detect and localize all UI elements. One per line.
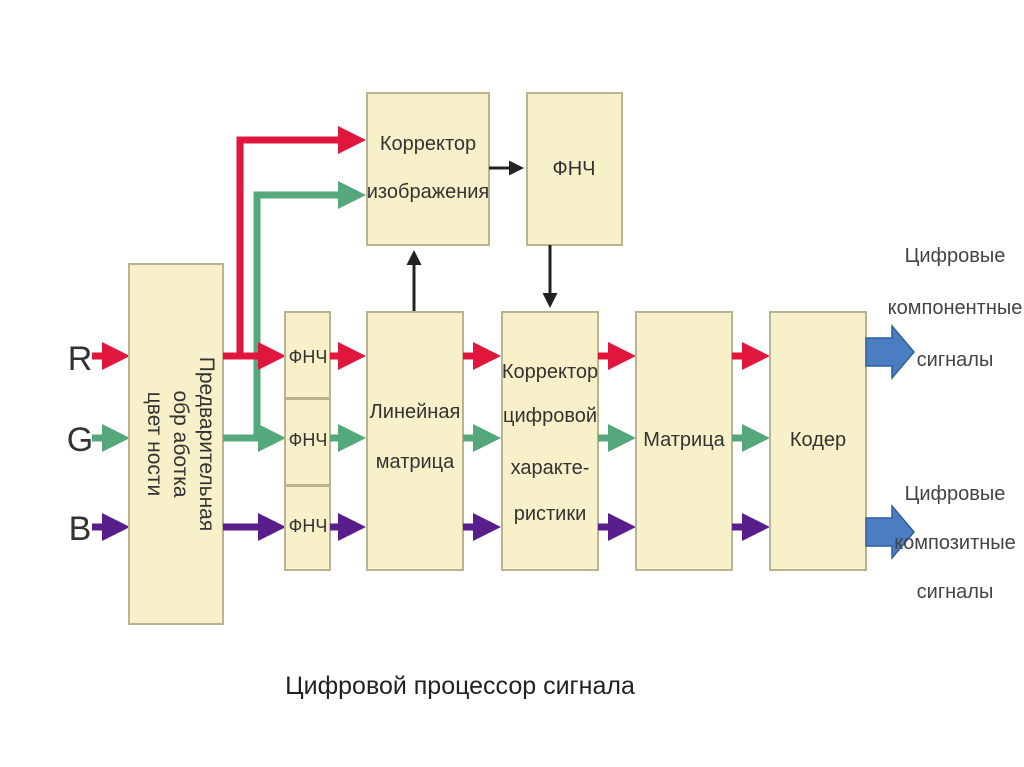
linear-matrix-line-2: матрица: [376, 451, 455, 473]
digital-corrector-block: [501, 311, 599, 571]
preprocessing-block: [128, 263, 224, 625]
image-corrector-line-2: изображения: [367, 181, 490, 203]
digital-corrector-line-4: ристики: [514, 503, 587, 525]
lpf-g-label: ФНЧ: [289, 430, 328, 450]
linear-matrix-line-1: Линейная: [370, 401, 461, 423]
digital-corrector-line-2: цифровой: [503, 405, 597, 427]
coder-block: [769, 311, 867, 571]
diagram-caption: Цифровой процессор сигнала: [285, 672, 635, 700]
component-output-line-3: сигналы: [917, 349, 994, 371]
image-corrector-line-1: Корректор: [380, 133, 476, 155]
preprocessing-line-3: цвет ности: [143, 392, 166, 497]
composite-output-line-2: композитные: [894, 532, 1016, 554]
matrix-label: Матрица: [643, 429, 725, 451]
coder-label: Кодер: [790, 429, 846, 451]
linear-matrix-block: [366, 311, 464, 571]
lpf-top-label: ФНЧ: [553, 158, 596, 180]
arrow-g-to-image-corrector: [223, 181, 366, 442]
composite-output-arrow: [865, 503, 915, 561]
digital-corrector-line-1: Корректор: [502, 361, 598, 383]
composite-output-line-1: Цифровые: [905, 483, 1006, 505]
input-label-b: B: [69, 510, 92, 548]
input-label-g: G: [67, 421, 93, 459]
composite-output-line-3: сигналы: [917, 581, 994, 603]
image-corrector-block: [366, 92, 490, 246]
lpf-top-block: [526, 92, 623, 246]
component-output-line-2: компонентные: [888, 297, 1023, 319]
matrix-block: [635, 311, 733, 571]
preprocessing-line-1: Предварительная: [195, 357, 218, 531]
lpf-b-block: [284, 485, 331, 571]
input-label-r: R: [68, 340, 93, 378]
lpf-r-label: ФНЧ: [289, 347, 328, 367]
digital-corrector-line-3: характе-: [511, 457, 590, 479]
lpf-g-block: [284, 398, 331, 486]
preprocessing-label: Предварительная обр аботка цвет ности: [143, 357, 218, 531]
lpf-b-label: ФНЧ: [289, 516, 328, 536]
preprocessing-line-2: обр аботка: [169, 390, 192, 497]
component-output-arrow: [865, 323, 915, 381]
component-output-line-1: Цифровые: [905, 245, 1006, 267]
